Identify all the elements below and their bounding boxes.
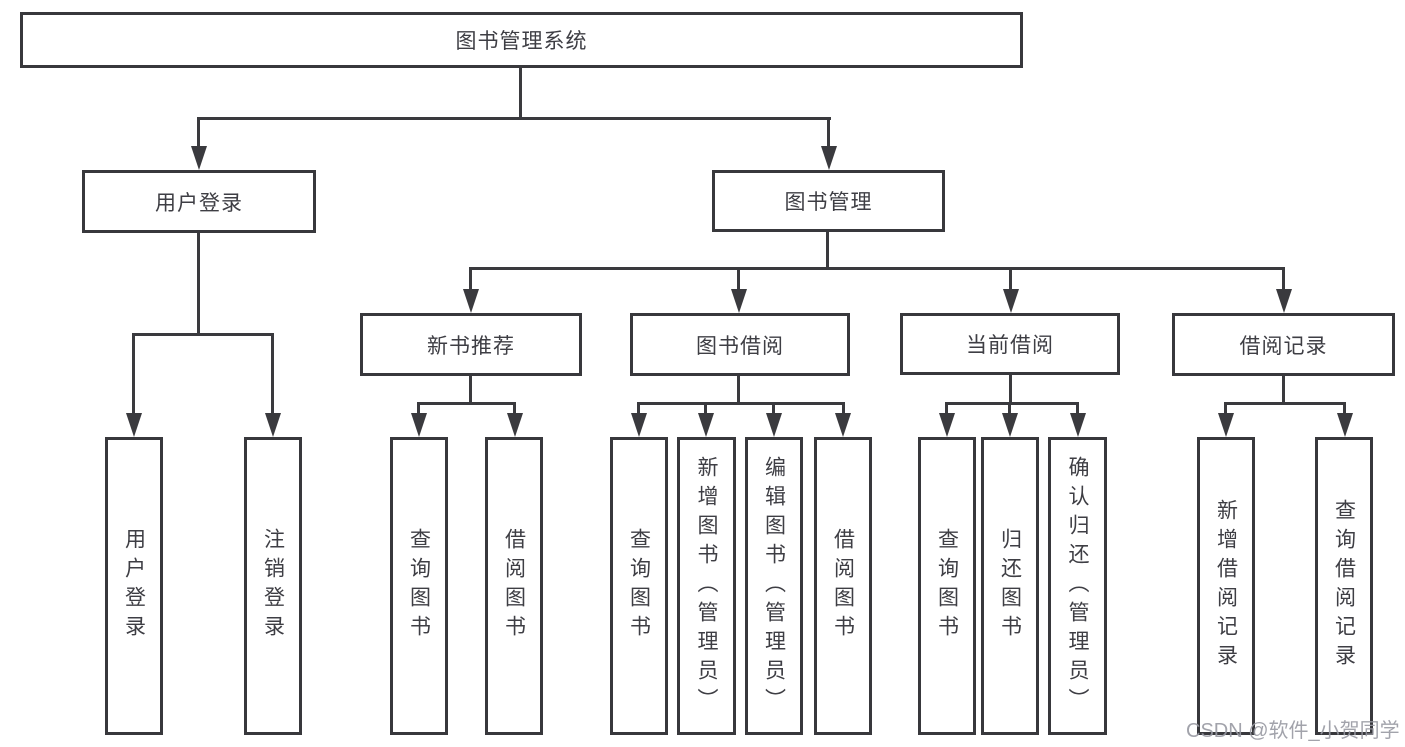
node-user-login-label: 用户登录 xyxy=(155,191,243,215)
connector-to-logout-leaf xyxy=(271,333,274,417)
arrowhead-logout-leaf xyxy=(265,413,281,437)
connector-nb-c2 xyxy=(513,402,516,417)
leaf-nb-borrow-books-label: 借阅图书 xyxy=(502,528,526,644)
csdn-watermark: CSDN @软件_小贺同学 xyxy=(1186,720,1400,742)
connector-cb-c1 xyxy=(945,402,948,417)
connector-bookmgmt-stem xyxy=(826,230,829,270)
leaf-logout: 注销登录 xyxy=(244,437,302,735)
node-current-borrowing: 当前借阅 xyxy=(900,313,1120,375)
connector-newbooks-branch xyxy=(417,402,516,405)
arrowhead-borrow-records xyxy=(1276,289,1292,313)
node-current-borrowing-label: 当前借阅 xyxy=(966,334,1054,357)
node-book-borrowing: 图书借阅 xyxy=(630,313,850,376)
arrowhead-cb-c2 xyxy=(1002,413,1018,437)
connector-userlogin-stem xyxy=(197,231,200,335)
connector-rec-c1 xyxy=(1224,402,1227,417)
node-book-management: 图书管理 xyxy=(712,170,945,232)
node-book-borrowing-label: 图书借阅 xyxy=(696,334,784,358)
connector-to-book-mgmt xyxy=(827,117,830,150)
connector-newbooks-stem xyxy=(469,374,472,405)
arrowhead-nb-c2 xyxy=(507,413,523,437)
connector-nb-c1 xyxy=(417,402,420,417)
leaf-user-login-label: 用户登录 xyxy=(122,528,146,644)
leaf-bb-query-books: 查询图书 xyxy=(610,437,668,735)
arrowhead-cb-c3 xyxy=(1070,413,1086,437)
leaf-rec-add-record: 新增借阅记录 xyxy=(1197,437,1255,735)
connector-currentborrow-branch xyxy=(945,402,1079,405)
leaf-bb-add-books-admin: 新增图书（管理员） xyxy=(677,437,736,735)
connector-to-new-books xyxy=(469,267,472,293)
arrowhead-bb-c4 xyxy=(835,413,851,437)
arrowhead-bb-c2 xyxy=(698,413,714,437)
leaf-nb-query-books: 查询图书 xyxy=(390,437,448,735)
connector-to-user-login xyxy=(197,117,200,150)
node-user-login: 用户登录 xyxy=(82,170,316,233)
arrowhead-bb-c1 xyxy=(631,413,647,437)
connector-bb-c1 xyxy=(637,402,640,417)
connector-to-book-borrow xyxy=(737,267,740,293)
connector-bb-c4 xyxy=(842,402,845,417)
leaf-bb-borrow-books: 借阅图书 xyxy=(814,437,872,735)
arrowhead-cb-c1 xyxy=(939,413,955,437)
arrowhead-current-borrow xyxy=(1003,289,1019,313)
leaf-user-login: 用户登录 xyxy=(105,437,163,735)
connector-bookborrow-stem xyxy=(737,374,740,405)
connector-rec-c2 xyxy=(1343,402,1346,417)
leaf-bb-query-books-label: 查询图书 xyxy=(627,528,651,644)
connector-currentborrow-stem xyxy=(1009,374,1012,405)
connector-root-stem xyxy=(519,66,522,118)
arrowhead-new-books xyxy=(463,289,479,313)
arrowhead-rec-c2 xyxy=(1337,413,1353,437)
leaf-rec-query-record: 查询借阅记录 xyxy=(1315,437,1373,735)
connector-records-stem xyxy=(1282,374,1285,405)
leaf-cb-query-books-label: 查询图书 xyxy=(935,528,959,644)
leaf-bb-edit-books-admin: 编辑图书（管理员） xyxy=(745,437,803,735)
node-borrowing-records-label: 借阅记录 xyxy=(1239,334,1328,358)
arrowhead-nb-c1 xyxy=(411,413,427,437)
connector-bb-c2 xyxy=(704,402,707,417)
connector-to-borrow-records xyxy=(1282,267,1285,293)
connector-to-login-leaf xyxy=(132,333,135,417)
connector-records-branch xyxy=(1224,402,1346,405)
leaf-cb-query-books: 查询图书 xyxy=(918,437,976,735)
leaf-rec-query-record-label: 查询借阅记录 xyxy=(1332,499,1356,673)
arrowhead-bb-c3 xyxy=(766,413,782,437)
arrowhead-user-login xyxy=(191,146,207,170)
arrowhead-login-leaf xyxy=(126,413,142,437)
node-book-management-label: 图书管理 xyxy=(784,191,873,214)
node-new-book-recommend-label: 新书推荐 xyxy=(427,334,515,358)
arrowhead-rec-c1 xyxy=(1218,413,1234,437)
leaf-logout-label: 注销登录 xyxy=(261,528,285,644)
arrowhead-book-borrow xyxy=(731,289,747,313)
connector-to-current-borrow xyxy=(1009,267,1012,293)
connector-cb-c2 xyxy=(1008,402,1011,417)
connector-root-branch xyxy=(197,117,831,120)
leaf-cb-confirm-return-admin-label: 确认归还（管理员） xyxy=(1066,455,1089,717)
arrowhead-book-mgmt xyxy=(821,146,837,170)
leaf-cb-confirm-return-admin: 确认归还（管理员） xyxy=(1048,437,1107,735)
connector-bb-c3 xyxy=(772,402,775,417)
leaf-bb-add-books-admin-label: 新增图书（管理员） xyxy=(695,455,718,717)
node-borrowing-records: 借阅记录 xyxy=(1172,313,1395,376)
node-root-label: 图书管理系统 xyxy=(455,30,588,53)
leaf-cb-return-books-label: 归还图书 xyxy=(998,528,1022,644)
leaf-nb-query-books-label: 查询图书 xyxy=(407,528,431,644)
leaf-nb-borrow-books: 借阅图书 xyxy=(485,437,543,735)
node-root: 图书管理系统 xyxy=(20,12,1023,68)
leaf-rec-add-record-label: 新增借阅记录 xyxy=(1214,499,1238,673)
connector-cb-c3 xyxy=(1076,402,1079,417)
connector-userlogin-branch xyxy=(132,333,274,336)
connector-bookmgmt-branch xyxy=(469,267,1285,270)
leaf-bb-edit-books-admin-label: 编辑图书（管理员） xyxy=(762,455,786,717)
node-new-book-recommend: 新书推荐 xyxy=(360,313,582,376)
leaf-cb-return-books: 归还图书 xyxy=(981,437,1039,735)
connector-bookborrow-branch xyxy=(637,402,845,405)
leaf-bb-borrow-books-label: 借阅图书 xyxy=(831,528,855,644)
